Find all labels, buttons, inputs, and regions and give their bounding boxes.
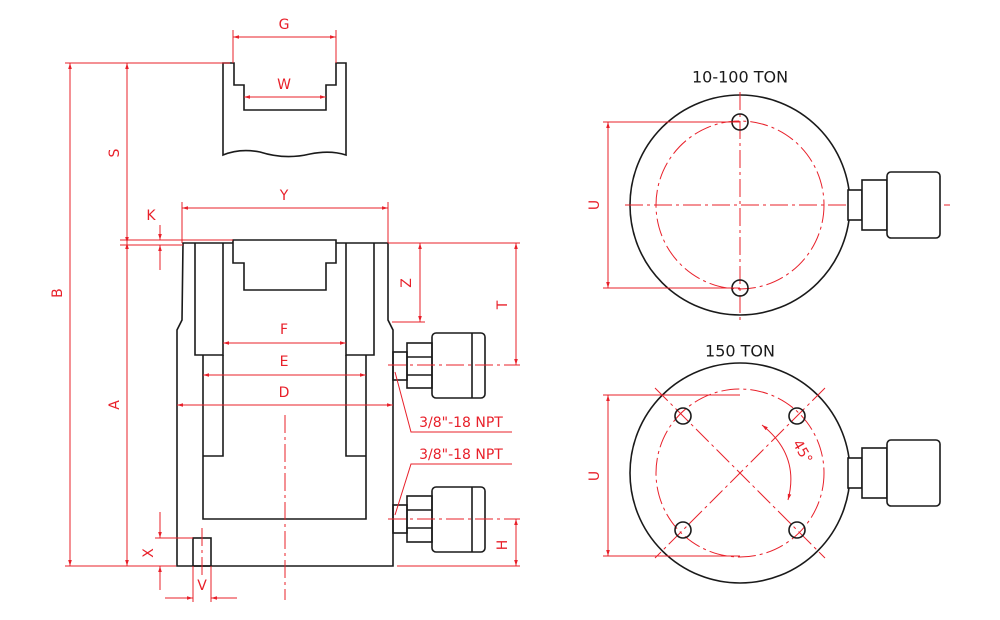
dim-e-label: E <box>280 354 289 370</box>
dim-b-label: B <box>50 288 66 298</box>
dimension-lines <box>65 62 520 602</box>
dim-v-label: V <box>197 578 207 594</box>
dim-s-label: S <box>107 148 123 157</box>
top-view-10-100-ton <box>603 92 950 320</box>
port-lower-label: 3/8"-18 NPT <box>419 447 503 463</box>
dim-w-label: W <box>277 77 291 93</box>
cylinder-body <box>176 239 394 600</box>
dim-t-label: T <box>495 300 511 310</box>
dim-y-label: Y <box>279 188 289 204</box>
dim-u-label-small: U <box>587 200 603 210</box>
dim-g-label: G <box>279 17 290 33</box>
top-view-150-ton <box>603 362 941 584</box>
dim-a-label: A <box>107 400 123 410</box>
dim-x-label: X <box>141 548 157 558</box>
dim-h-label: H <box>495 540 511 551</box>
dim-f-label: F <box>280 322 288 338</box>
dim-d-label: D <box>279 385 290 401</box>
saddle-detail <box>222 30 347 158</box>
dim-k-label: K <box>146 208 156 224</box>
angle-45-label: 45° <box>789 437 815 467</box>
dim-u-label-large: U <box>587 471 603 481</box>
title-10-100-ton: 10-100 TON <box>692 68 788 87</box>
title-150-ton: 150 TON <box>705 342 775 361</box>
port-upper-label: 3/8"-18 NPT <box>419 415 503 431</box>
dim-z-label: Z <box>399 278 415 288</box>
